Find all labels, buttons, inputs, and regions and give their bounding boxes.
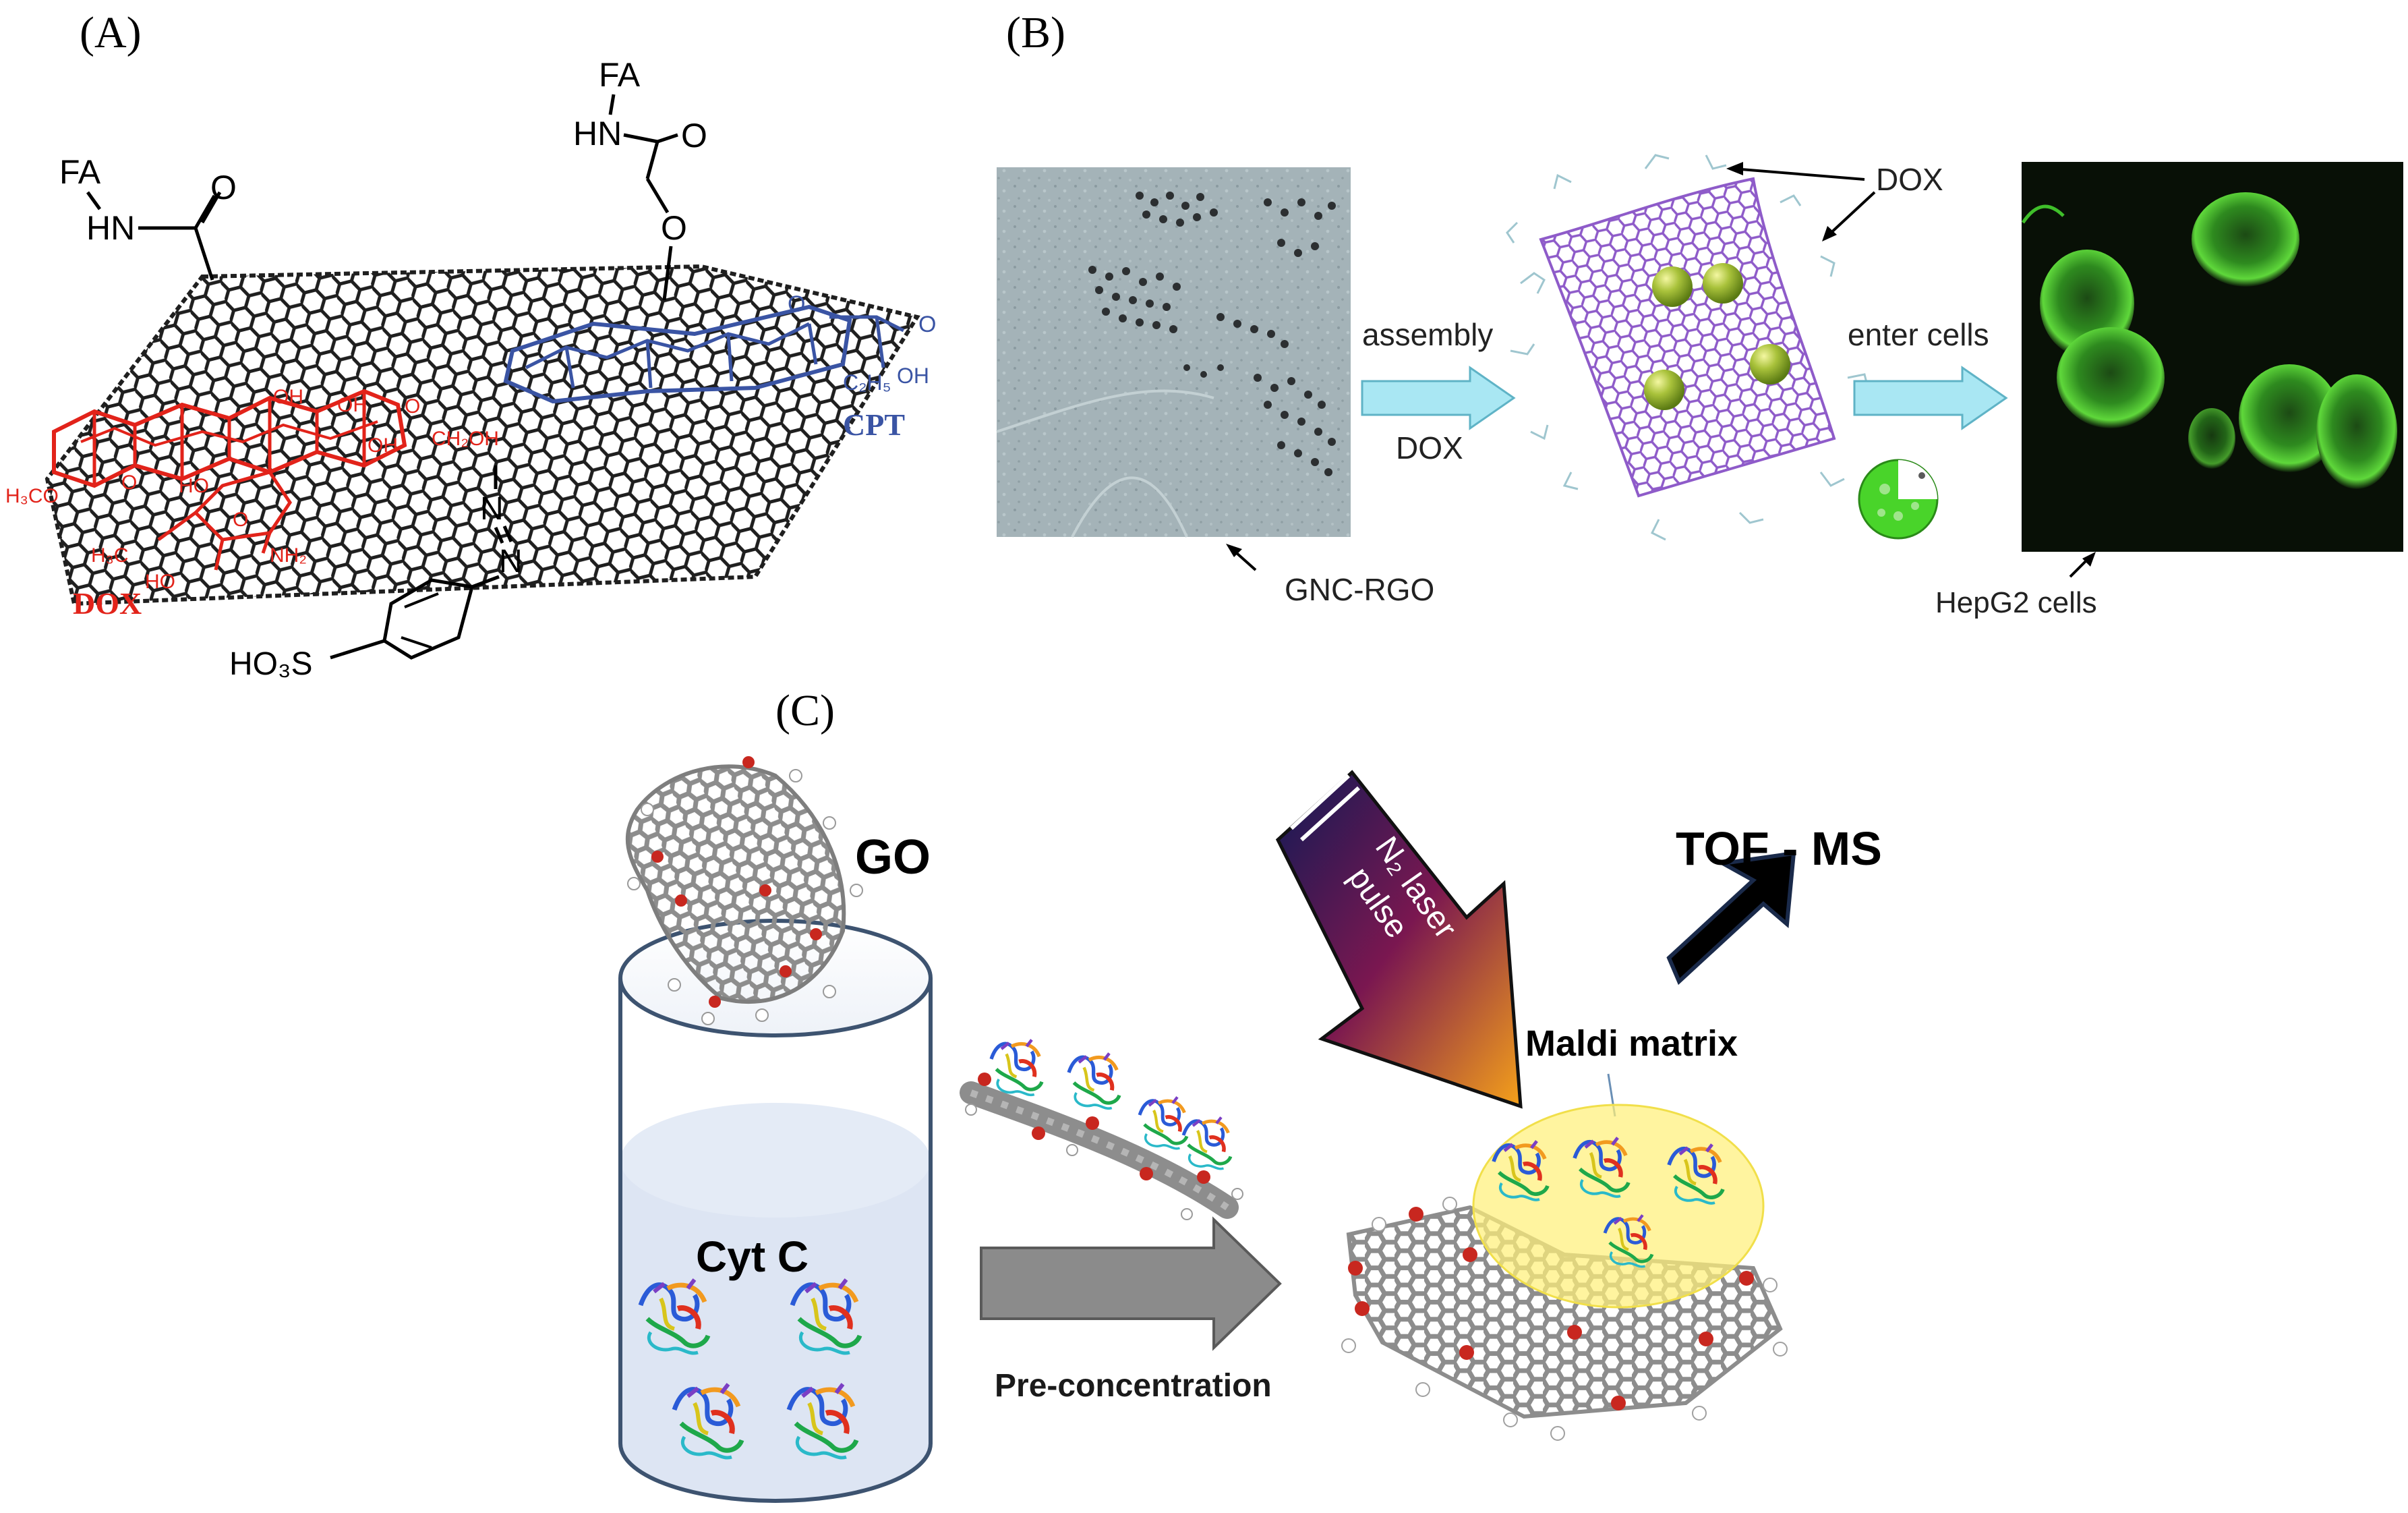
hn-label: HN	[573, 115, 622, 152]
carbonyl-o-label: O	[681, 117, 707, 154]
go-protein-complex	[960, 1040, 1243, 1220]
maldi-matrix-drop	[1472, 1104, 1765, 1309]
assembly-arrow	[1361, 366, 1516, 430]
panel-c-label: (C)	[775, 686, 835, 735]
pre-concentration-arrow	[980, 1216, 1282, 1351]
dox-oh-label: OH	[368, 434, 398, 457]
dox-o-label: O	[121, 472, 137, 494]
gold-nanoparticle	[1644, 370, 1684, 410]
assembly-label: assembly	[1362, 317, 1493, 352]
dox-ho-label: HO	[145, 571, 175, 593]
assembly-dox-label: DOX	[1396, 430, 1463, 465]
cpt-drug: O O C₂H₅ OH CPT	[503, 291, 936, 442]
dox-h3co-label: H₃CO	[5, 485, 59, 507]
panel-b: (B) GNC-RGO assem	[996, 8, 2403, 619]
enter-cells-arrow	[1853, 366, 2008, 430]
dox-nh2-label: NH₂	[270, 544, 307, 567]
dox-o-label: O	[405, 395, 420, 418]
cpt-oh-label: OH	[897, 364, 929, 388]
enter-cells-label: enter cells	[1848, 317, 1989, 352]
n2-laser-arrow: N₂ laser pulse	[1275, 770, 1523, 1109]
hso3-label: HO₃S	[229, 646, 313, 682]
hepg2-label: HepG2 cells	[1935, 586, 2097, 619]
gold-nanoparticle	[1750, 344, 1790, 384]
cpt-label: CPT	[843, 407, 905, 442]
dox-h3c-label: H₃C	[91, 544, 129, 567]
gnc-rgo-label: GNC-RGO	[1285, 572, 1434, 607]
sample-vial	[618, 919, 933, 1503]
graphene-sheet	[45, 264, 920, 606]
fa-label: FA	[599, 56, 641, 94]
dox-drug: OH OH O CH₂OH OH H₃CO O HO O H₃C NH₂ HO …	[5, 386, 499, 621]
go-flake	[625, 756, 863, 1025]
tof-ms-label: TOF - MS	[1676, 822, 1882, 875]
fa-linker-left: FA HN O	[59, 153, 237, 281]
ether-o-label: O	[661, 209, 687, 247]
pre-concentration-label: Pre-concentration	[995, 1368, 1272, 1404]
dox-ho-label: HO	[179, 475, 209, 497]
panel-b-label: (B)	[1006, 8, 1065, 57]
cpt-o-label: O	[788, 291, 805, 317]
tem-image	[996, 167, 1351, 538]
dox-label: DOX	[73, 586, 142, 621]
hepg2-fluorescence-image	[2021, 162, 2403, 552]
azo-n-label: N	[499, 544, 523, 579]
tof-ms-arrow	[1666, 851, 1796, 986]
azo-sulfonate-group: N N HO₃S	[229, 465, 523, 682]
gold-nanoparticle	[1703, 263, 1743, 304]
maldi-target	[1341, 1104, 1788, 1441]
cyt-c-label: Cyt C	[696, 1232, 809, 1281]
panel-a-label: (A)	[80, 8, 142, 57]
gold-nanoparticle	[1652, 266, 1693, 307]
fa-label: FA	[59, 153, 101, 191]
cpt-ethyl-label: C₂H₅	[843, 370, 891, 395]
dox-oh-label: OH	[273, 386, 303, 408]
cell-uptake-icon	[1858, 459, 1939, 540]
fa-linker-top: FA HN O O	[573, 56, 707, 301]
go-label: GO	[855, 830, 931, 884]
azo-n-label: N	[480, 491, 504, 527]
cpt-carbonyl-label: O	[918, 312, 936, 337]
gnc-rgo-assembly	[1506, 154, 1869, 541]
maldi-matrix-label: Maldi matrix	[1525, 1023, 1738, 1064]
hn-label: HN	[86, 209, 135, 247]
dox-top-label: DOX	[1876, 162, 1943, 197]
dox-oh-label: OH	[337, 394, 368, 416]
panel-c: (C) GO Cyt C	[618, 686, 1882, 1503]
dox-ch2oh-label: CH₂OH	[432, 428, 499, 450]
dox-sugar-o-label: O	[233, 509, 248, 531]
panel-a: (A) FA HN O FA HN O O	[5, 8, 936, 682]
